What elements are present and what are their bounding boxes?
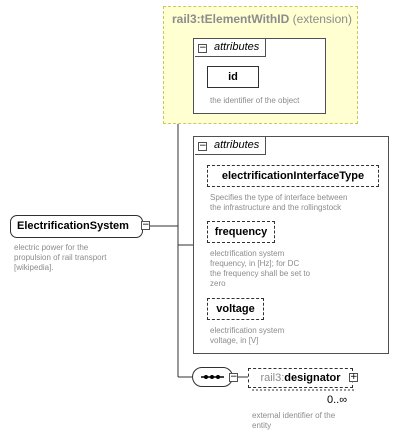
description-line: electrification system: [210, 249, 285, 258]
description-line: voltage, in [V]: [210, 336, 259, 345]
attribute-id-label: id: [228, 71, 238, 83]
root-element-electrification-system[interactable]: ElectrificationSystem: [10, 215, 143, 238]
attribute-electrification-interface-type-label: electrificationInterfaceType: [221, 170, 365, 182]
root-element-description: electric power for the propulsion of rai…: [14, 243, 107, 273]
description-line: Specifies the type of interface between: [210, 193, 348, 202]
attribute-electrification-interface-type-description: Specifies the type of interface between …: [210, 193, 347, 213]
collapse-icon[interactable]: −: [198, 43, 207, 53]
child-element-prefix: rail3:: [260, 372, 285, 384]
attributes-label: attributes: [214, 139, 260, 151]
attribute-frequency-label: frequency: [214, 226, 268, 238]
extension-qualifier: (extension): [289, 12, 352, 26]
collapse-icon[interactable]: −: [229, 372, 238, 382]
description-line: [wikipedia].: [14, 263, 54, 272]
inherited-attributes-label: attributes: [214, 41, 260, 53]
description-line: the infrastructure and the rollingstock: [210, 203, 342, 212]
attribute-id[interactable]: id: [207, 66, 259, 88]
description-line: entity: [252, 421, 272, 430]
expand-icon[interactable]: +: [349, 372, 358, 382]
description-line: zero: [210, 279, 226, 288]
attributes-header: attributes: [195, 137, 266, 155]
child-element-description: external identifier of the entity: [252, 411, 335, 431]
child-element-cardinality: 0..∞: [327, 394, 348, 406]
child-element-name: designator: [284, 372, 341, 384]
inherited-attributes-header: attributes: [195, 39, 266, 57]
attribute-frequency-description: electrification system frequency, in [Hz…: [210, 249, 310, 289]
attribute-voltage-description: electrification system voltage, in [V]: [210, 326, 284, 346]
description-line: frequency, in [Hz]; for DC: [210, 259, 300, 268]
sequence-compositor[interactable]: [192, 367, 233, 387]
attribute-electrification-interface-type[interactable]: electrificationInterfaceType: [207, 165, 379, 187]
attribute-voltage[interactable]: voltage: [207, 298, 264, 320]
extension-title: rail3:tElementWithID (extension): [172, 12, 352, 26]
description-line: propulsion of rail transport: [14, 253, 107, 262]
description-line: external identifier of the: [252, 411, 336, 420]
attribute-id-description: the identifier of the object: [210, 96, 300, 105]
description-line: electric power for the: [14, 243, 89, 252]
extension-type-name: rail3:tElementWithID: [172, 12, 290, 26]
root-element-label: ElectrificationSystem: [17, 220, 129, 232]
description-line: the frequency shall be set to: [210, 269, 311, 278]
attribute-voltage-label: voltage: [216, 303, 255, 315]
sequence-icon: [201, 375, 224, 379]
attribute-frequency[interactable]: frequency: [207, 221, 275, 243]
collapse-icon[interactable]: −: [198, 141, 207, 151]
collapse-icon[interactable]: −: [141, 220, 150, 230]
child-element-designator[interactable]: rail3:designator: [248, 368, 353, 388]
description-line: electrification system: [210, 326, 285, 335]
